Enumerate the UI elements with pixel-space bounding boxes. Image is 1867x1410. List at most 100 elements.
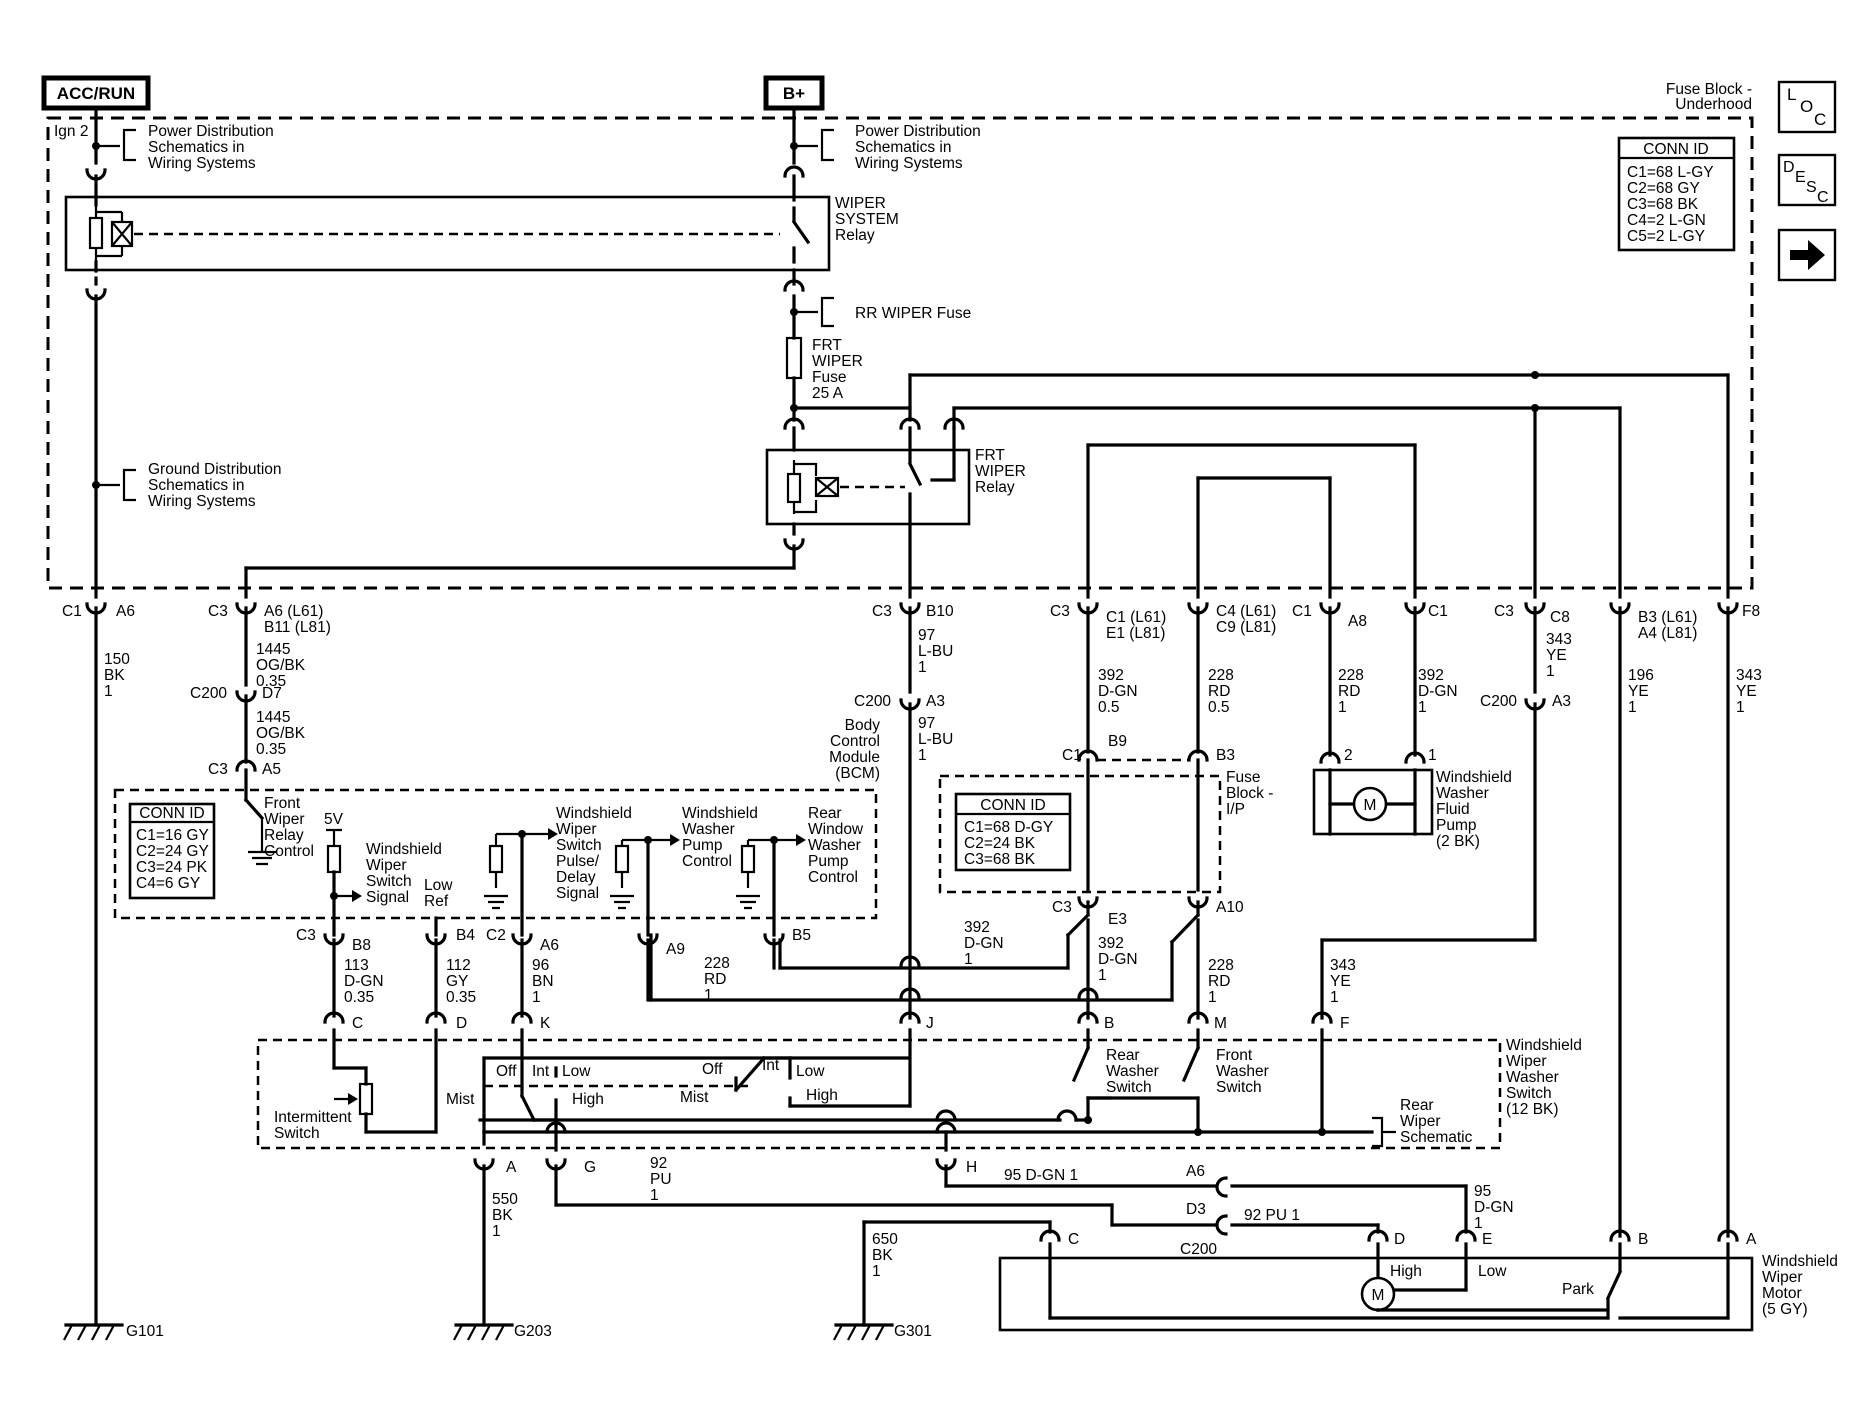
svg-text:Signal: Signal — [366, 889, 409, 906]
svg-text:92 PU 1: 92 PU 1 — [1244, 1207, 1300, 1224]
conn-id-c1: C1=68 L-GY — [1627, 164, 1714, 181]
svg-text:C4 (L61): C4 (L61) — [1216, 603, 1276, 620]
desc-button[interactable]: D E S C — [1777, 153, 1837, 207]
arrow-right-icon — [1790, 240, 1825, 270]
svg-text:FRT: FRT — [975, 447, 1005, 464]
conn-id-c2: C2=68 GY — [1627, 180, 1700, 197]
svg-text:H: H — [966, 1159, 977, 1176]
svg-text:Switch: Switch — [1216, 1079, 1262, 1096]
svg-text:Mist: Mist — [446, 1091, 475, 1108]
svg-text:1: 1 — [1338, 699, 1347, 716]
svg-text:1: 1 — [964, 951, 973, 968]
svg-text:1: 1 — [1418, 699, 1427, 716]
g301-label: G301 — [894, 1323, 932, 1340]
ip-conn-id-table: CONN ID C1=68 D-GY C2=24 BK C3=68 BK — [954, 792, 1072, 872]
svg-text:Mist: Mist — [680, 1089, 709, 1106]
svg-text:O: O — [1800, 97, 1813, 116]
wire-labels-mid-right: 392 D-GN 0.5 228 RD 0.5 228 RD 1 392 D-G… — [1052, 667, 1458, 928]
svg-text:Wiring Systems: Wiring Systems — [148, 155, 256, 172]
svg-text:Windshield: Windshield — [682, 805, 758, 822]
bplus-label: B+ — [783, 84, 805, 103]
svg-text:1: 1 — [872, 1263, 881, 1280]
bcm-conn-id-table: CONN ID C1=16 GY C2=24 GY C3=24 PK C4=6 … — [128, 802, 216, 900]
svg-text:392: 392 — [1418, 667, 1444, 684]
svg-text:0.5: 0.5 — [1208, 699, 1230, 716]
svg-text:C200: C200 — [1180, 1241, 1217, 1258]
svg-text:Low: Low — [796, 1063, 825, 1080]
svg-text:A6: A6 — [116, 603, 135, 620]
svg-text:392: 392 — [1098, 667, 1124, 684]
svg-text:C4=6 GY: C4=6 GY — [136, 875, 200, 892]
svg-text:Off: Off — [496, 1063, 517, 1080]
svg-text:OG/BK: OG/BK — [256, 657, 306, 674]
svg-text:Switch: Switch — [1506, 1085, 1552, 1102]
svg-text:A6: A6 — [540, 937, 559, 954]
w150-label: 150 BK 1 — [104, 651, 130, 700]
svg-text:343: 343 — [1736, 667, 1762, 684]
svg-text:D: D — [1394, 1231, 1405, 1248]
svg-text:A9: A9 — [666, 941, 685, 958]
g203-label: G203 — [514, 1323, 552, 1340]
svg-text:Wiper: Wiper — [1506, 1053, 1546, 1070]
svg-text:Body: Body — [845, 717, 881, 734]
svg-text:25 A: 25 A — [812, 385, 844, 402]
svg-text:Rear: Rear — [1400, 1097, 1434, 1114]
svg-text:650: 650 — [872, 1231, 898, 1248]
svg-text:1: 1 — [492, 1223, 501, 1240]
svg-text:A: A — [1746, 1231, 1757, 1248]
svg-text:C: C — [1817, 189, 1829, 206]
svg-text:C200: C200 — [190, 685, 227, 702]
svg-text:Int: Int — [532, 1063, 550, 1080]
svg-text:BK: BK — [104, 667, 125, 684]
svg-text:BN: BN — [532, 973, 554, 990]
svg-text:C1=16 GY: C1=16 GY — [136, 827, 209, 844]
svg-text:Control: Control — [830, 733, 880, 750]
connector-labels-row1: C1 A6 C3 A6 (L61) B11 (L81) C3 B10 C3 C1… — [62, 603, 1760, 642]
svg-text:Motor: Motor — [1762, 1285, 1802, 1302]
svg-text:High: High — [806, 1087, 838, 1104]
svg-text:A3: A3 — [926, 693, 945, 710]
frt-wiper-relay: FRT WIPER Relay — [244, 406, 1537, 599]
arrow-icon — [352, 890, 362, 902]
svg-text:E3: E3 — [1108, 911, 1127, 928]
svg-text:Schematics in: Schematics in — [855, 139, 951, 156]
svg-text:Off: Off — [702, 1061, 723, 1078]
svg-text:C200: C200 — [1480, 693, 1517, 710]
svg-text:Low: Low — [562, 1063, 591, 1080]
svg-text:Pulse/: Pulse/ — [556, 853, 600, 870]
svg-text:C: C — [1068, 1231, 1079, 1248]
svg-text:Switch: Switch — [1106, 1079, 1152, 1096]
svg-text:C3: C3 — [1052, 899, 1072, 916]
conn-id-c4: C4=2 L-GN — [1627, 212, 1706, 229]
svg-text:Signal: Signal — [556, 885, 599, 902]
svg-text:1: 1 — [918, 659, 927, 676]
bcm-relay-control-wire: 1445 OG/BK 0.35 C200 D7 1445 OG/BK 0.35 … — [190, 606, 306, 866]
rr-wiper-fuse-label: RR WIPER Fuse — [855, 305, 971, 322]
svg-text:1: 1 — [918, 747, 927, 764]
loc-button[interactable]: L O C — [1777, 80, 1837, 134]
svg-text:GY: GY — [446, 973, 468, 990]
conn-id-title: CONN ID — [1643, 141, 1708, 158]
svg-text:OG/BK: OG/BK — [256, 725, 306, 742]
next-arrow-button[interactable] — [1777, 228, 1837, 282]
svg-text:High: High — [1390, 1263, 1422, 1280]
svg-text:228: 228 — [1338, 667, 1364, 684]
svg-text:D-GN: D-GN — [964, 935, 1004, 952]
svg-text:C1: C1 — [1292, 603, 1312, 620]
svg-text:C1: C1 — [1428, 603, 1448, 620]
svg-text:(12 BK): (12 BK) — [1506, 1101, 1559, 1118]
wiper-system-relay: WIPER SYSTEM Relay — [64, 194, 899, 273]
svg-text:Intermittent: Intermittent — [274, 1109, 352, 1126]
svg-text:WIPER: WIPER — [835, 195, 886, 212]
conn-id-c5: C5=2 L-GY — [1627, 228, 1705, 245]
svg-text:YE: YE — [1330, 973, 1351, 990]
svg-text:D-GN: D-GN — [1418, 683, 1458, 700]
fuse-block-ip: Fuse Block - I/P CONN ID C1=68 D-GY C2=2… — [938, 769, 1273, 894]
svg-text:C1=68 D-GY: C1=68 D-GY — [964, 819, 1053, 836]
svg-text:D3: D3 — [1186, 1201, 1206, 1218]
svg-text:L: L — [1787, 85, 1796, 104]
svg-text:L-BU: L-BU — [918, 731, 953, 748]
bplus-feed — [783, 106, 1739, 615]
ground-g301: G301 — [833, 1323, 932, 1341]
